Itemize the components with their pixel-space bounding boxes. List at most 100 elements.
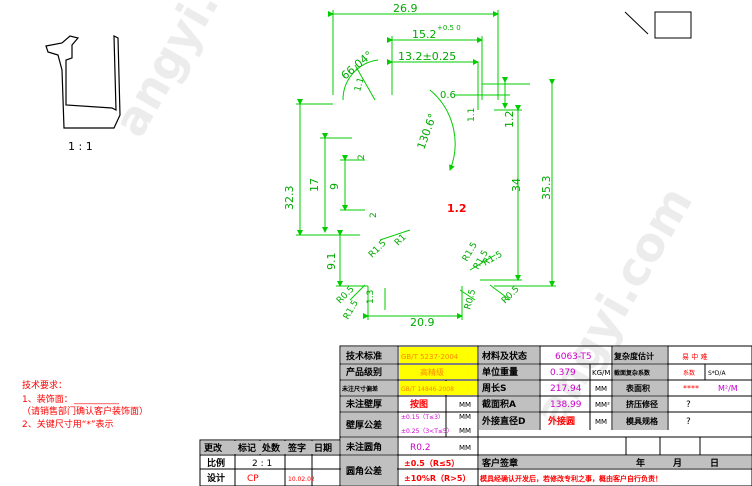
val-unit-weight: 0.379 — [550, 368, 576, 378]
notes-title: 技术要求： — [22, 379, 67, 391]
lbl-tech-std: 技术标准 — [346, 350, 382, 362]
lbl-day: 日 — [710, 458, 719, 469]
dim-slot-2-top: 2 — [357, 154, 367, 160]
val-wall-tol-1: ±0.15（T≤3） — [401, 414, 444, 421]
dim-height-left: 32.3 — [283, 186, 296, 211]
notes-line1: 1、装饰面： — [22, 393, 73, 405]
lbl-complexity: 复杂度估计 — [613, 351, 654, 361]
val-circumscribed: 外接圆 — [547, 415, 575, 427]
dim-bottom-9-1: 9.1 — [325, 253, 338, 271]
lbl-fillet: 未注圆角 — [345, 441, 382, 453]
val-design-date: 10.02.02 — [288, 476, 315, 483]
notes-line2: （请销售部门确认客户装饰面） — [22, 405, 148, 417]
dim-bottom-1-3: 1.3 — [366, 290, 376, 304]
cell-label-fill-2 — [341, 365, 397, 379]
cell-label-fill-4 — [479, 347, 539, 363]
lbl-dev: 未注尺寸偏差 — [342, 385, 378, 393]
dim-r0-5-b: R0.5 — [463, 288, 478, 310]
preview-scale-label: 1 : 1 — [68, 140, 93, 153]
lbl-material: 材料及状态 — [481, 350, 527, 362]
tech-notes: 技术要求： 1、装饰面： __________ （请销售部门确认客户装饰面） 2… — [22, 379, 148, 430]
val-perimeter: 217.94 — [550, 384, 582, 394]
rev-h-count: 处数 — [261, 442, 281, 454]
lbl-circumscribed: 外接直径D — [481, 415, 525, 427]
dim-slot-9: 9 — [328, 183, 341, 190]
val-mold-spec: ? — [686, 417, 691, 427]
lbl-year: 年 — [636, 457, 645, 469]
val-scale: 2 : 1 — [252, 459, 272, 469]
cell-label-fill-12 — [613, 397, 667, 411]
dimension-labels: 26.9 15.2 +0.5 0 13.2±0.25 66.04° 1.1 0.… — [283, 2, 553, 329]
val-area: 138.99 — [550, 400, 582, 410]
reference-leader — [624, 11, 649, 35]
dim-top-opening: 15.2 — [412, 28, 437, 41]
cell-std-fill — [399, 347, 477, 363]
cell-dev-fill — [399, 381, 477, 395]
rev-h-mark: 标记 — [237, 442, 256, 454]
dim-overall-height: 35.3 — [540, 176, 553, 201]
cell-label-fill-15 — [341, 413, 397, 436]
cell-label-fill-3 — [341, 381, 397, 395]
val-complexity: 易 中 难 — [682, 352, 707, 361]
rev-h-date: 日期 — [314, 442, 332, 454]
val-wall-tol-2: ±0.25（3<T≤5） — [401, 428, 453, 435]
title-block — [199, 345, 752, 486]
title-block-text: 技术标准 GB/T 5237-2004 材料及状态 6063-T5 复杂度估计 … — [204, 350, 738, 484]
val-surface-unit: M²/M — [718, 384, 738, 393]
cell-label-fill-6 — [479, 381, 539, 395]
reference-box — [654, 11, 692, 39]
val-perimeter-unit: MM — [595, 385, 607, 393]
val-wall: 按图 — [410, 398, 428, 410]
dim-bottom-width: 20.9 — [410, 316, 435, 329]
disclaimer-text: 模具经确认开发后，若修改专利之事，概由客户自行负责！ — [480, 474, 662, 483]
lbl-wall: 未注壁厚 — [345, 398, 382, 410]
dim-lip-b: 1.1 — [467, 108, 477, 122]
cell-label-fill-17 — [341, 456, 397, 485]
val-complex-coef: 系数 — [683, 369, 695, 377]
lbl-wall-tol: 壁厚公差 — [346, 419, 382, 431]
svg-text:angyi.com: angyi.com — [523, 177, 703, 435]
dim-top-opening-tol: +0.5 0 — [437, 24, 461, 32]
val-wall-tol-2-unit: MM — [459, 427, 471, 435]
cell-label-fill-13 — [613, 413, 667, 430]
dim-slot-17: 17 — [308, 178, 321, 192]
lbl-month: 月 — [672, 458, 682, 469]
lbl-complex-coef: 截面复杂系数 — [614, 369, 651, 377]
lbl-extrusion: 挤压修径 — [626, 399, 658, 409]
cell-label-fill-8 — [479, 413, 539, 430]
lbl-fillet-tol: 圆角公差 — [346, 465, 382, 477]
dim-right-lip: 1.2 — [503, 111, 516, 129]
cell-label-fill-10 — [613, 365, 667, 379]
dim-lip-c: 0.6 — [440, 90, 456, 101]
notes-line1-blank: __________ — [73, 395, 120, 405]
cell-label-fill-14 — [341, 397, 397, 411]
cell-label-fill-9 — [613, 347, 667, 363]
cell-label-fill-16 — [341, 438, 397, 454]
lbl-surface: 表面积 — [625, 383, 650, 393]
lbl-area: 截面积A — [482, 398, 516, 410]
cell-label-fill-7 — [479, 397, 539, 411]
dim-slot-2-bottom: 2 — [369, 212, 379, 218]
cell-label-fill-5 — [479, 365, 539, 379]
val-fillet-unit: MM — [459, 444, 471, 452]
val-extrusion: ? — [686, 400, 691, 410]
lbl-unit-weight: 单位重量 — [482, 366, 518, 378]
val-material: 6063-T5 — [555, 352, 592, 362]
val-designer: CP — [247, 474, 259, 484]
val-fillet: R0.2 — [410, 443, 431, 453]
profile-preview — [45, 35, 121, 129]
rev-h-sign: 签字 — [287, 442, 306, 454]
val-fillet-tol-2: ±10%R（R>5） — [404, 473, 470, 483]
dim-r1-5-a: R1.5 — [367, 238, 389, 260]
notes-line3: 2、关键尺寸用“*”表示 — [22, 418, 114, 430]
lbl-scale: 比例 — [207, 457, 225, 469]
lbl-perimeter: 周长S — [482, 382, 506, 394]
lbl-grade: 产品级别 — [346, 366, 382, 378]
rev-h-change: 更改 — [204, 442, 223, 454]
customer-fill — [479, 456, 751, 468]
dim-inner-height: 34 — [510, 178, 523, 192]
svg-text:angyi.com: angyi.com — [103, 0, 283, 145]
val-unit-weight-unit: KG/M — [592, 369, 610, 377]
cell-label-fill-1 — [341, 347, 397, 363]
